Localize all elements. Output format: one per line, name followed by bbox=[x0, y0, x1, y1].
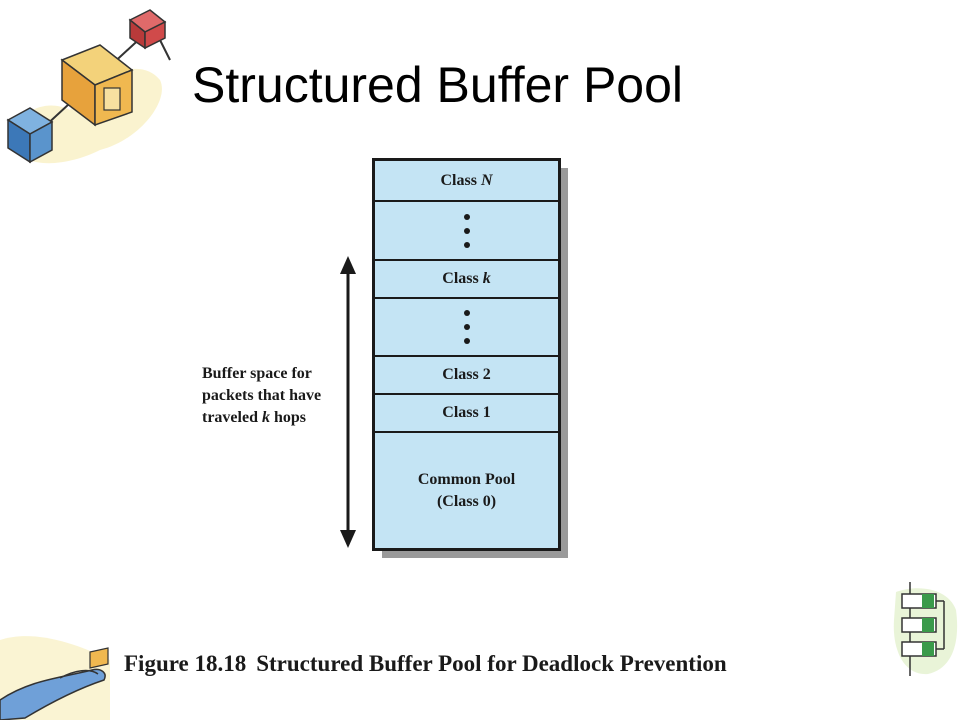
segment-class-n-var: N bbox=[480, 171, 493, 189]
figure-caption: Figure 18.18 Structured Buffer Pool for D… bbox=[124, 651, 727, 677]
buffer-space-label-line2: packets that have bbox=[202, 387, 322, 404]
buffer-space-label-line3-var: k bbox=[261, 409, 270, 426]
figure-number: Figure 18.18 bbox=[124, 651, 247, 676]
segment-class-k-prefix: Class bbox=[442, 270, 479, 287]
clip-art-network-stack-icon bbox=[893, 582, 958, 676]
buffer-space-label-line3: traveled k hops bbox=[202, 407, 321, 429]
buffer-space-label-line3-suffix: hops bbox=[273, 409, 307, 426]
buffer-space-label: Buffer space for packets that have trave… bbox=[202, 363, 321, 429]
clip-art-cubes-icon bbox=[6, 9, 171, 164]
segment-common-pool: Common Pool (Class 0) bbox=[375, 433, 558, 548]
segment-class-1-label: Class 1 bbox=[442, 404, 491, 421]
segment-class-2: Class 2 bbox=[375, 357, 558, 395]
common-pool-label: Common Pool bbox=[417, 470, 516, 488]
common-pool-class-label: (Class 0) bbox=[436, 492, 497, 510]
segment-class-2-label: Class 2 bbox=[442, 366, 491, 383]
slide-title: Structured Buffer Pool bbox=[192, 57, 684, 113]
ellipsis-dots-upper bbox=[375, 202, 558, 261]
clip-art-hand-icon bbox=[0, 636, 110, 720]
segment-class-k-var: k bbox=[482, 270, 491, 287]
ellipsis-dots-lower bbox=[375, 299, 558, 357]
buffer-space-label-line3-prefix: traveled bbox=[202, 409, 258, 426]
figure-caption-text: Structured Buffer Pool for Deadlock Prev… bbox=[256, 651, 727, 676]
buffer-space-label-line1: Buffer space for bbox=[202, 365, 312, 382]
segment-class-1: Class 1 bbox=[375, 395, 558, 433]
double-arrow-icon bbox=[340, 256, 356, 548]
segment-class-n-prefix: Class bbox=[440, 171, 477, 189]
